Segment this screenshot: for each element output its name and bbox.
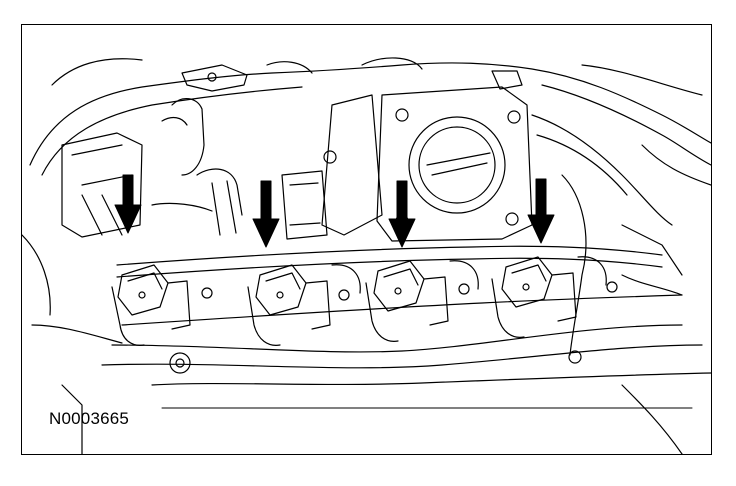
arrow-down-icon: [527, 178, 555, 244]
coil-1: [111, 264, 213, 346]
callout-arrows: [114, 174, 555, 248]
figure-id-label: N0003665: [49, 409, 130, 428]
illustration-frame: N0003665: [21, 24, 712, 455]
lower-details: [61, 352, 711, 454]
upper-outline: [29, 58, 711, 176]
coil-2: [247, 264, 361, 346]
arrow-down-icon: [114, 174, 142, 234]
arrow-down-icon: [388, 180, 416, 248]
right-components: [531, 114, 711, 364]
arrow-down-icon: [252, 180, 280, 248]
throttle-actuator: [281, 94, 383, 240]
engine-illustration: [22, 57, 711, 454]
coil-4: [491, 256, 618, 338]
intake-rail: [101, 245, 703, 369]
coil-3: [365, 260, 479, 342]
left-components: [22, 98, 243, 344]
top-bracket: [181, 57, 523, 92]
